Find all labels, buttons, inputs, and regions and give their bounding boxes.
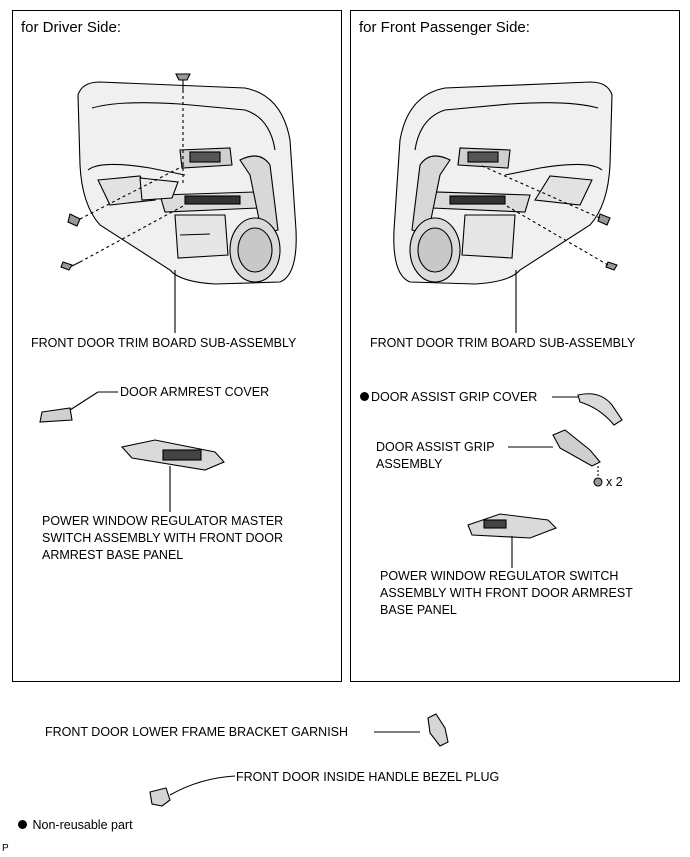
driver-trim-board-label: FRONT DOOR TRIM BOARD SUB-ASSEMBLY <box>31 336 297 350</box>
corner-mark: P <box>2 843 9 854</box>
grip-assembly-label: DOOR ASSIST GRIP ASSEMBLY <box>376 440 495 471</box>
passenger-side-title: for Front Passenger Side: <box>359 19 530 36</box>
door-armrest-cover-drawing <box>39 391 118 423</box>
armrest-cover-label: DOOR ARMREST COVER <box>120 385 270 399</box>
bracket-garnish-drawing <box>374 713 449 747</box>
non-reusable-marker-icon <box>360 392 369 401</box>
legend-dot-icon <box>18 820 27 829</box>
door-assist-grip-assembly-drawing <box>508 429 603 487</box>
legend: Non-reusable part <box>18 817 133 834</box>
driver-door-trim-board-drawing <box>77 81 297 285</box>
bezel-plug-drawing <box>149 775 236 807</box>
master-switch-label: POWER WINDOW REGULATOR MASTER SWITCH ASS… <box>42 514 284 562</box>
driver-clip-fasteners <box>60 73 191 271</box>
passenger-side-panel: for Front Passenger Side: <box>350 10 680 682</box>
grip-cover-label: DOOR ASSIST GRIP COVER <box>360 389 537 406</box>
passenger-trim-board-label: FRONT DOOR TRIM BOARD SUB-ASSEMBLY <box>370 336 636 350</box>
bezel-plug-label: FRONT DOOR INSIDE HANDLE BEZEL PLUG <box>236 770 500 784</box>
quantity-label: x 2 <box>606 475 623 489</box>
passenger-switch-drawing <box>467 513 557 568</box>
passenger-door-trim-board-drawing <box>393 81 613 285</box>
passenger-switch-label: POWER WINDOW REGULATOR SWITCH ASSEMBLY W… <box>380 569 633 617</box>
driver-side-panel: for Driver Side: <box>12 10 342 682</box>
driver-side-title: for Driver Side: <box>21 19 122 36</box>
bracket-garnish-label: FRONT DOOR LOWER FRAME BRACKET GARNISH <box>45 725 349 739</box>
legend-text: Non-reusable part <box>32 818 133 832</box>
passenger-screw-fasteners <box>597 213 618 271</box>
master-switch-drawing <box>120 439 225 512</box>
door-assist-grip-cover-drawing <box>552 393 623 426</box>
grip-cover-text: DOOR ASSIST GRIP COVER <box>371 390 538 404</box>
